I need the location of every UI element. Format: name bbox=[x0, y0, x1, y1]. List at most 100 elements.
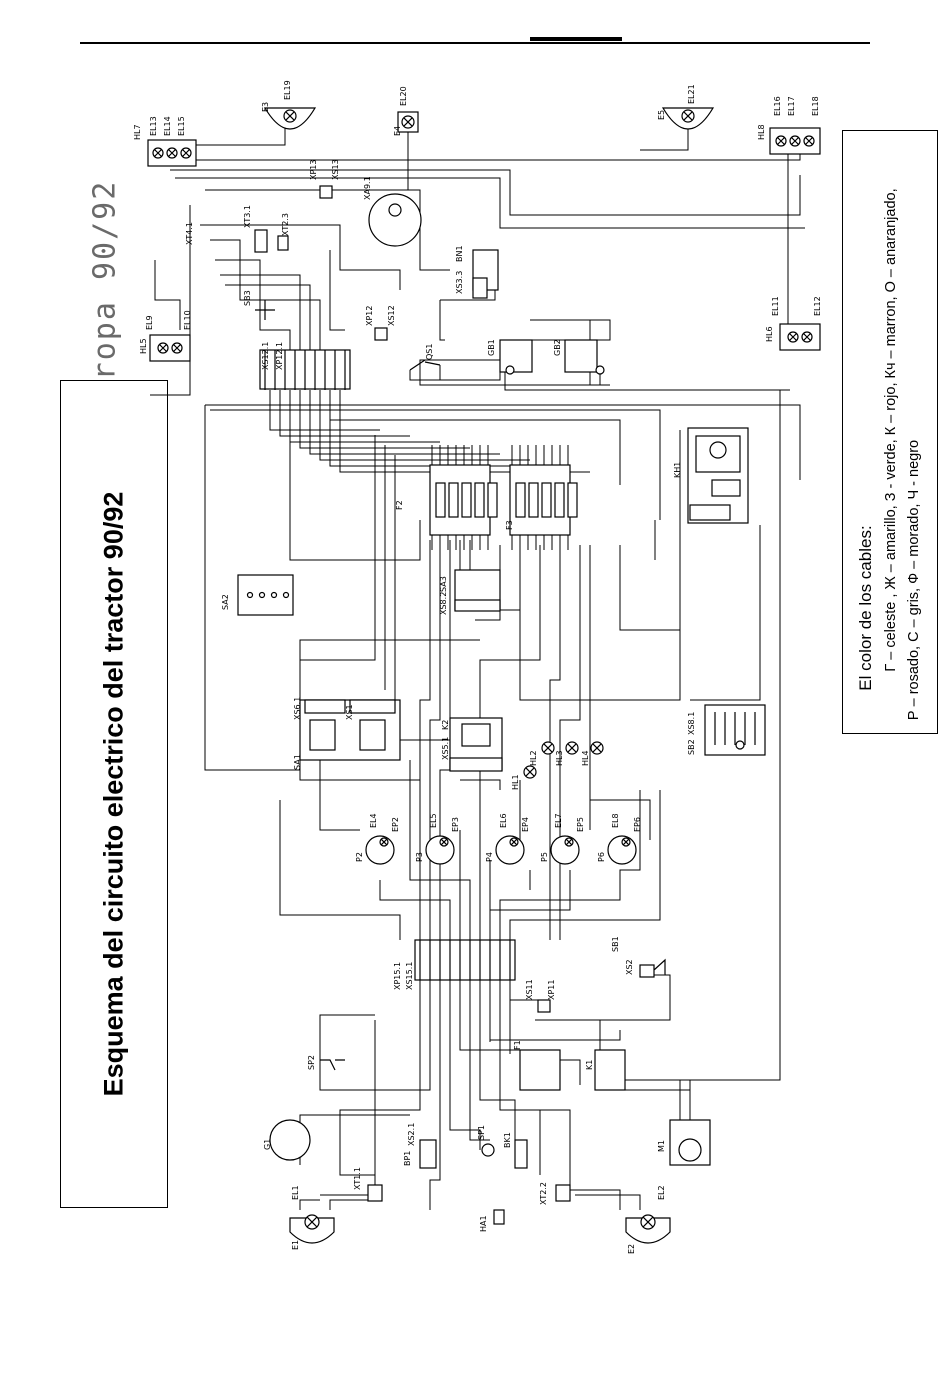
label-el16: EL16 bbox=[773, 96, 782, 116]
switch-indicator bbox=[735, 740, 745, 750]
label-xa91: XA9.1 bbox=[363, 176, 372, 200]
label-xs33: XS3.3 bbox=[455, 271, 464, 294]
label-xt41: XT4.1 bbox=[185, 222, 194, 245]
relay-k2-inner bbox=[461, 723, 491, 747]
wire bbox=[299, 1199, 320, 1210]
label-sb1: SB1 bbox=[611, 936, 620, 952]
terminal bbox=[449, 757, 503, 772]
lamp-cross bbox=[622, 838, 630, 846]
battery-gb2 bbox=[564, 339, 598, 373]
wire bbox=[560, 1189, 621, 1210]
generator-g1 bbox=[269, 1119, 311, 1161]
switch-sa1-a bbox=[309, 719, 336, 751]
wire bbox=[154, 260, 181, 330]
label-xs11: XS11 bbox=[525, 979, 534, 1000]
label-p5: P5 bbox=[540, 852, 549, 862]
label-el7: EL7 bbox=[554, 813, 563, 828]
label-f3: F3 bbox=[505, 520, 514, 530]
label-xs51: XS5.1 bbox=[441, 737, 450, 760]
label-hl4: HL4 bbox=[581, 750, 590, 766]
lamp-cross bbox=[567, 743, 577, 753]
wire bbox=[489, 1025, 621, 1041]
wire bbox=[210, 409, 661, 520]
wire-color-legend bbox=[842, 130, 938, 734]
wire bbox=[330, 419, 621, 485]
wire bbox=[329, 390, 560, 467]
hl6-housing bbox=[779, 323, 821, 351]
switch-contact bbox=[258, 591, 266, 599]
wire bbox=[479, 545, 541, 940]
wire bbox=[299, 760, 421, 800]
fuse bbox=[448, 482, 459, 518]
wire bbox=[575, 1194, 641, 1210]
hl5-housing bbox=[149, 334, 191, 362]
wire bbox=[559, 545, 581, 940]
lamp-cross bbox=[159, 344, 167, 352]
battery-gb1 bbox=[499, 339, 533, 373]
battery-terminal bbox=[505, 365, 515, 375]
wire bbox=[439, 300, 445, 341]
label-xt22: XT2.2 bbox=[539, 1182, 548, 1205]
label-hl2: HL2 bbox=[529, 750, 538, 766]
label-xt23: XT2.3 bbox=[281, 213, 290, 236]
label-el11: EL11 bbox=[771, 296, 780, 316]
wire bbox=[589, 545, 651, 840]
terminal bbox=[689, 504, 731, 521]
sensor-sp1 bbox=[481, 1143, 495, 1157]
connector-xt11 bbox=[367, 1184, 383, 1202]
label-sa3: SA3 bbox=[439, 576, 448, 592]
label-el6: EL6 bbox=[499, 813, 508, 828]
lamp-cross bbox=[791, 137, 799, 145]
label-bn1: BN1 bbox=[455, 245, 464, 262]
label-el10: EL10 bbox=[183, 310, 192, 330]
wire bbox=[299, 435, 450, 741]
label-qs1: QS1 bbox=[425, 344, 434, 360]
terminal bbox=[349, 699, 396, 714]
wire bbox=[409, 760, 471, 940]
wire bbox=[419, 540, 431, 940]
label-el4: EL4 bbox=[369, 813, 378, 828]
label-sa1: SA1 bbox=[293, 754, 302, 770]
connector-xp13 bbox=[319, 185, 333, 199]
label-p4: P4 bbox=[485, 852, 494, 862]
wire bbox=[490, 870, 571, 911]
switch-qs1 bbox=[409, 359, 441, 371]
lamp-cross bbox=[642, 1216, 654, 1228]
ignition-switch-core bbox=[388, 203, 402, 217]
wire bbox=[150, 205, 191, 396]
label-el21: EL21 bbox=[687, 84, 696, 104]
connector-xp12 bbox=[374, 327, 388, 341]
label-k1: K1 bbox=[585, 1060, 594, 1070]
wire bbox=[205, 189, 450, 271]
wire bbox=[787, 150, 800, 341]
wire bbox=[299, 1114, 410, 1165]
wire bbox=[560, 1059, 581, 1085]
switch-contact bbox=[270, 591, 278, 599]
connector-xs2 bbox=[639, 964, 655, 978]
wire bbox=[220, 274, 301, 370]
connector-xp15 bbox=[414, 939, 516, 981]
relay-kh1-contact bbox=[711, 479, 741, 497]
wire bbox=[205, 404, 801, 480]
wire bbox=[370, 1020, 376, 1191]
label-el5: EL5 bbox=[429, 813, 438, 828]
headlamp-housing bbox=[625, 1217, 671, 1244]
label-e1: E1 bbox=[291, 1240, 300, 1250]
label-el19: EL19 bbox=[283, 80, 292, 100]
label-el9: EL9 bbox=[145, 315, 154, 330]
label-hl7: HL7 bbox=[133, 124, 142, 140]
label-e2: E2 bbox=[627, 1244, 636, 1254]
label-f2: F2 bbox=[395, 500, 404, 510]
wire bbox=[319, 995, 431, 1091]
fuse-f1 bbox=[519, 1049, 561, 1091]
wire bbox=[419, 359, 610, 386]
wire bbox=[679, 390, 781, 1120]
lamp-cross bbox=[592, 743, 602, 753]
label-xs121: XS12.1 bbox=[261, 342, 270, 370]
starter-m1-motor bbox=[678, 1138, 702, 1162]
relay-kh1-coil bbox=[709, 441, 727, 459]
sensor-bk1 bbox=[514, 1139, 528, 1169]
switch-sb3 bbox=[255, 300, 275, 320]
connector-xt31 bbox=[254, 229, 268, 253]
label-p3: P3 bbox=[415, 852, 424, 862]
